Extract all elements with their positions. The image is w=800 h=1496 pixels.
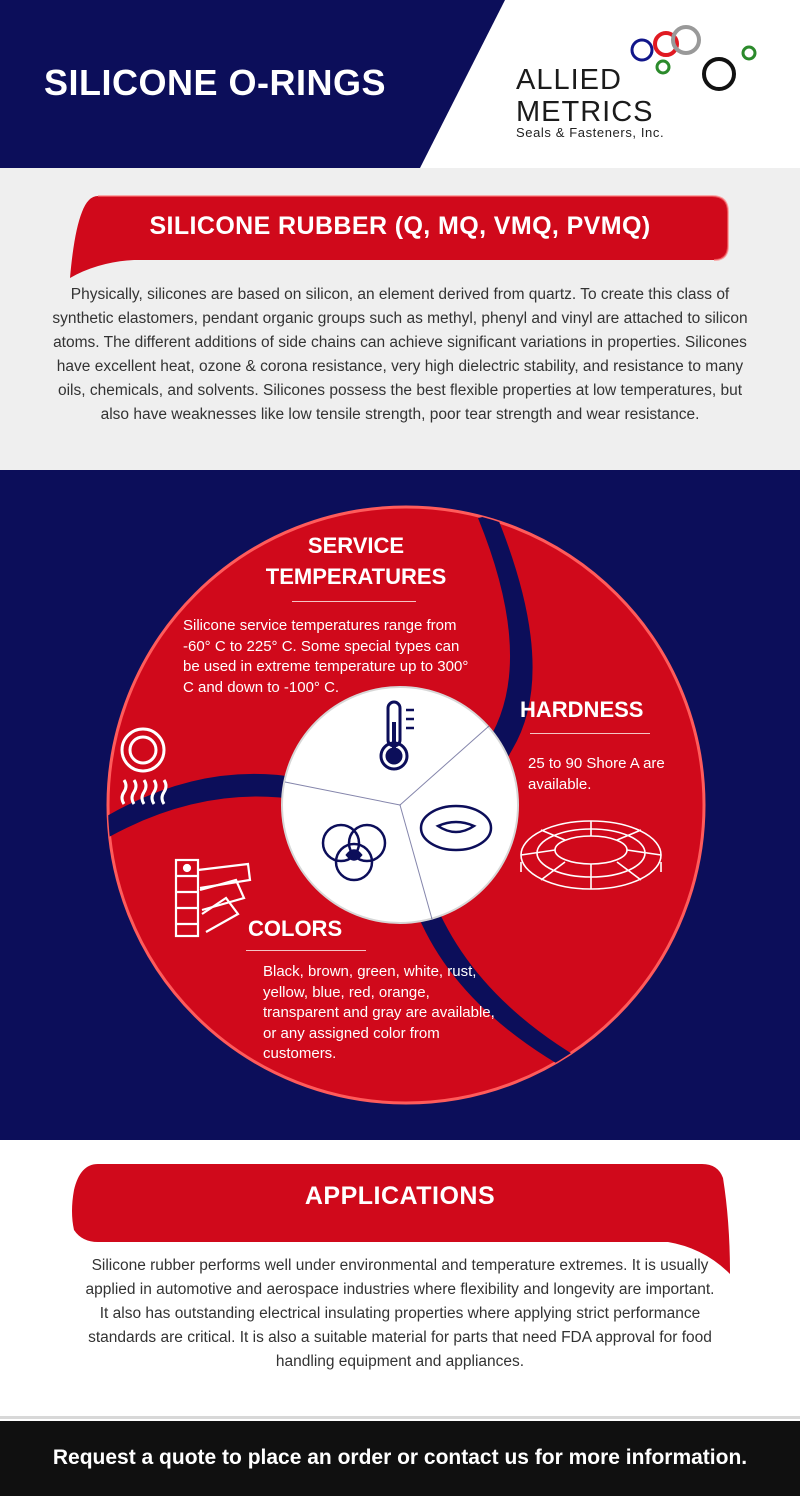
properties-section: SERVICE TEMPERATURES Silicone service te…: [0, 470, 800, 1140]
applications-heading: APPLICATIONS: [304, 1182, 496, 1210]
banner-shape: [72, 1164, 730, 1274]
intro-heading-banner: SILICONE RUBBER (Q, MQ, VMQ, PVMQ): [68, 192, 732, 282]
service-temperatures-title: SERVICE TEMPERATURES: [236, 530, 476, 592]
logo-subtitle: Seals & Fasteners, Inc.: [516, 125, 665, 140]
service-title-rule: [292, 601, 416, 602]
logo-text-line1: ALLIED: [516, 64, 622, 96]
applications-section: APPLICATIONS Silicone rubber performs we…: [0, 1140, 800, 1416]
service-title-line1: SERVICE: [307, 533, 405, 558]
header-navy-band: [0, 0, 505, 168]
divider-service-hardness: [468, 514, 533, 790]
quote-cta-link[interactable]: Request a quote to place an order or con…: [52, 1446, 748, 1469]
overlapping-circles-icon: [321, 823, 387, 882]
rings-heat-icon: [120, 727, 168, 805]
applications-heading-banner: APPLICATIONS: [68, 1162, 732, 1274]
intro-section: SILICONE RUBBER (Q, MQ, VMQ, PVMQ) Physi…: [0, 168, 800, 470]
color-swatch-icon: [174, 858, 252, 938]
service-temperatures-text: Silicone service temperatures range from…: [183, 617, 469, 696]
hardness-text: 25 to 90 Shore A are available.: [528, 755, 665, 793]
colors-text: Black, brown, green, white, rust, yellow…: [263, 963, 495, 1062]
hardness-title: HARDNESS: [520, 697, 644, 722]
divider-service-colors: [108, 773, 300, 842]
o-ring-icon: [419, 804, 493, 852]
header: SILICONE O-RINGS ALLIED METRICS Seals & …: [0, 0, 800, 168]
colors-title: COLORS: [248, 916, 343, 941]
hardness-title-rule: [530, 733, 650, 734]
banner-shape: [70, 195, 729, 278]
properties-diagram: [106, 505, 706, 1105]
service-title-line2: TEMPERATURES: [265, 564, 447, 589]
logo-rings-icon: [630, 25, 757, 91]
footer-divider: [0, 1416, 800, 1419]
page-title: SILICONE O-RINGS: [44, 62, 387, 103]
footer: Request a quote to place an order or con…: [0, 1421, 800, 1496]
intro-paragraph: Physically, silicones are based on silic…: [52, 286, 748, 423]
company-logo[interactable]: ALLIED METRICS Seals & Fasteners, Inc.: [512, 24, 782, 154]
applications-paragraph: Silicone rubber performs well under envi…: [85, 1257, 715, 1370]
colors-title-rule: [246, 950, 366, 951]
intro-heading: SILICONE RUBBER (Q, MQ, VMQ, PVMQ): [149, 212, 651, 240]
logo-text-line2: METRICS: [516, 96, 654, 128]
thermometer-icon: [379, 700, 414, 771]
o-ring-wireframe-icon: [520, 820, 662, 890]
